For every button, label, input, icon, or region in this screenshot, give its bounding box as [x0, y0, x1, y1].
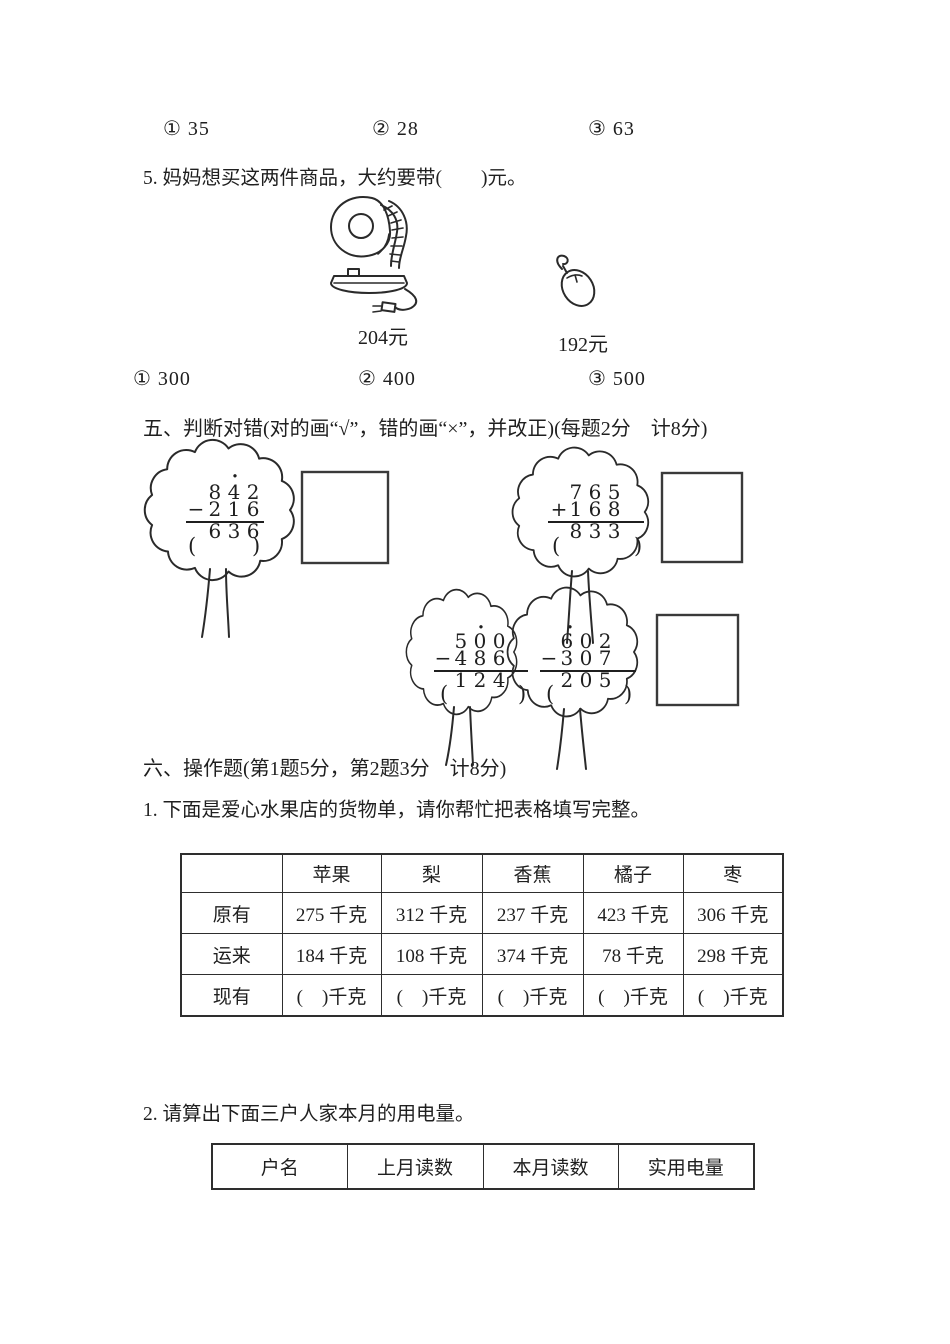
table-row: 运来 184 千克 108 千克 374 千克 78 千克 298 千克: [180, 933, 784, 975]
table-header-cell: [180, 853, 283, 893]
table-cell: 275 千克: [281, 892, 382, 934]
paren-open: (: [552, 534, 560, 558]
option-q5-2: ② 400: [358, 368, 416, 390]
section-six-heading: 六、操作题(第1题5分，第2题3分 计8分): [143, 758, 507, 780]
option-3: ③ 63: [588, 118, 635, 140]
result: 8 3 3: [570, 519, 621, 543]
row-label-cell: 运来: [180, 933, 283, 975]
blank-fill-cell: ( )千克: [682, 974, 784, 1017]
table-row: 现有 ( )千克 ( )千克 ( )千克 ( )千克 ( )千克: [180, 974, 784, 1017]
blank-fill-cell: ( )千克: [481, 974, 584, 1017]
table-cell: 298 千克: [682, 933, 784, 975]
operator: −: [541, 646, 558, 670]
borrow-dot: ·: [477, 613, 485, 643]
section-five-heading: 五、判断对错(对的画“√”，错的画“×”，并改正)(每题2分 计8分): [143, 418, 708, 440]
tree-problem-3: · 5 0 0 − 4 8 6 1 2 4 ( ): [405, 588, 528, 766]
tree-trunk: [556, 708, 587, 770]
paren-close: ): [252, 534, 260, 558]
table-header-cell: 梨: [380, 853, 483, 893]
tree-problem-2: 7 6 5 + 1 6 8 8 3 3 ( ): [511, 446, 650, 644]
mouse-price-label: 192元: [558, 334, 608, 356]
tree-trunk: [445, 706, 474, 766]
tree-trunk: [566, 570, 594, 644]
borrow-dot: ·: [231, 462, 239, 492]
minuend: 8 4 2: [209, 480, 260, 504]
table-cell: 312 千克: [380, 892, 483, 934]
question1-text: 1. 下面是爱心水果店的货物单，请你帮忙把表格填写完整。: [143, 800, 651, 821]
table-header-row: 苹果 梨 香蕉 橘子 枣: [180, 853, 784, 893]
operator: +: [551, 497, 568, 521]
table-cell: 184 千克: [281, 933, 382, 975]
option-q5-3: ③ 500: [588, 368, 646, 390]
table-header-cell: 实用电量: [617, 1143, 755, 1190]
table-cell: 423 千克: [582, 892, 684, 934]
subtrahend: 4 8 6: [455, 646, 506, 670]
table-cell: 78 千克: [582, 933, 684, 975]
minuend: 6 0 2: [561, 629, 612, 653]
row-label-cell: 现有: [180, 974, 283, 1017]
subtrahend: 2 1 6: [209, 497, 260, 521]
option-q5-1: ① 300: [133, 368, 191, 390]
paren-close: ): [634, 534, 642, 558]
table-cell: 306 千克: [682, 892, 784, 934]
option-2: ② 28: [372, 118, 419, 140]
question5-text: 5. 妈妈想买这两件商品，大约要带( )元。: [143, 168, 527, 189]
table-header-cell: 香蕉: [481, 853, 584, 893]
table-cell: 374 千克: [481, 933, 584, 975]
paren-close: ): [624, 682, 632, 706]
mouse-illustration: [556, 254, 596, 307]
borrow-dot: ·: [566, 613, 574, 643]
addend-1: 7 6 5: [570, 480, 621, 504]
paren-open: (: [440, 682, 448, 706]
table-header-cell: 上月读数: [346, 1143, 484, 1190]
result: 1 2 4: [455, 668, 506, 692]
table-header-cell: 本月读数: [482, 1143, 619, 1190]
answer-box-3: [655, 613, 740, 707]
question2-text: 2. 请算出下面三户人家本月的用电量。: [143, 1104, 475, 1125]
row-label-cell: 原有: [180, 892, 283, 934]
table-header-cell: 枣: [682, 853, 784, 893]
judge-problems-figure: · 8 4 2 − 2 1 6 6 3 6 ( ) 7 6 5 + 1 6 8 …: [143, 438, 744, 770]
table-cell: 108 千克: [380, 933, 483, 975]
table-header-cell: 橘子: [582, 853, 684, 893]
option-1: ① 35: [163, 118, 210, 140]
table-header-row: 户名 上月读数 本月读数 实用电量: [211, 1143, 755, 1190]
paren-close: ): [518, 682, 526, 706]
answer-box-2: [660, 471, 744, 564]
operator: −: [188, 497, 205, 521]
operator: −: [435, 646, 452, 670]
table-row: 原有 275 千克 312 千克 237 千克 423 千克 306 千克: [180, 892, 784, 934]
paren-open: (: [188, 534, 196, 558]
result: 6 3 6: [209, 519, 260, 543]
minuend: 5 0 0: [455, 629, 506, 653]
table-header-cell: 户名: [211, 1143, 348, 1190]
tree-problem-4: · 6 0 2 − 3 0 7 2 0 5 ( ): [506, 586, 639, 770]
desk-lamp-illustration: [330, 196, 418, 313]
tree-trunk: [201, 568, 230, 638]
result: 2 0 5: [561, 668, 612, 692]
answer-box-1: [300, 470, 390, 565]
blank-fill-cell: ( )千克: [281, 974, 382, 1017]
tree-problem-1: · 8 4 2 − 2 1 6 6 3 6 ( ): [143, 438, 295, 638]
paren-open: (: [546, 682, 554, 706]
fruit-table: 苹果 梨 香蕉 橘子 枣 原有 275 千克 312 千克 237 千克 423…: [180, 853, 784, 1017]
blank-fill-cell: ( )千克: [380, 974, 483, 1017]
subtrahend: 3 0 7: [561, 646, 612, 670]
addend-2: 1 6 8: [570, 497, 621, 521]
table-cell: 237 千克: [481, 892, 584, 934]
table-header-cell: 苹果: [281, 853, 382, 893]
blank-fill-cell: ( )千克: [582, 974, 684, 1017]
lamp-price-label: 204元: [358, 327, 408, 349]
electricity-table: 户名 上月读数 本月读数 实用电量: [211, 1143, 755, 1190]
